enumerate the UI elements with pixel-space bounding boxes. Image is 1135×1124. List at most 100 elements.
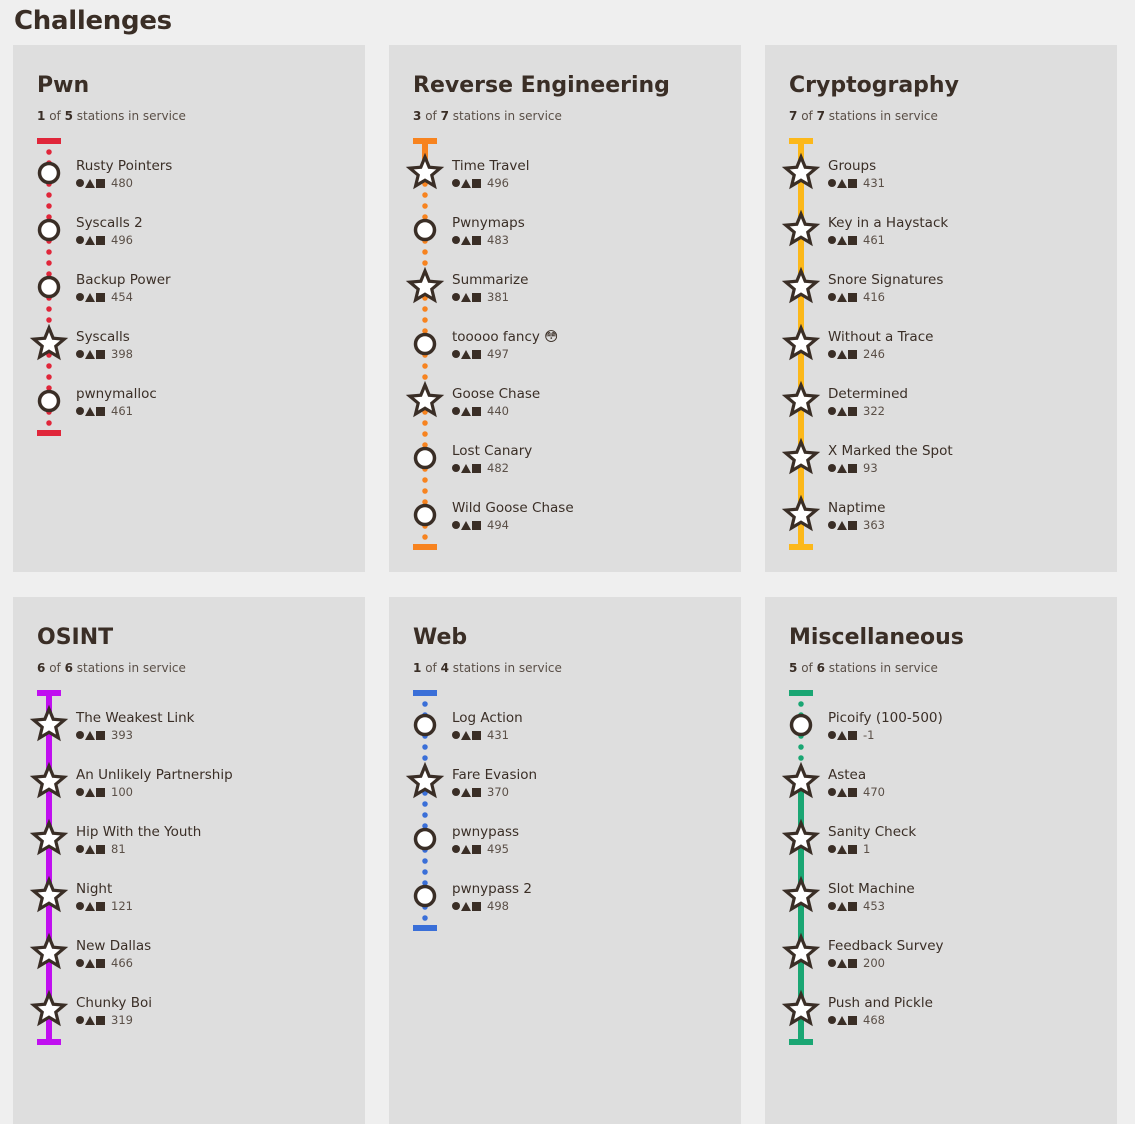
challenge-name[interactable]: Wild Goose Chase xyxy=(452,500,574,516)
challenge-name[interactable]: X Marked the Spot xyxy=(828,443,953,459)
challenge-name[interactable]: Fare Evasion xyxy=(452,767,538,783)
challenge-name[interactable]: tooooo fancy 😳 xyxy=(452,329,559,345)
challenge-name[interactable]: Picoify (100-500) xyxy=(828,710,943,726)
challenge-name[interactable]: Log Action xyxy=(452,710,523,726)
challenge-name[interactable]: Time Travel xyxy=(452,158,530,174)
challenge-name[interactable]: Snore Signatures xyxy=(828,272,944,288)
challenge-name[interactable]: The Weakest Link xyxy=(76,710,195,726)
challenge-item[interactable]: Picoify (100-500)-1 xyxy=(828,710,943,746)
of-text: of xyxy=(801,109,813,123)
challenge-name[interactable]: Groups xyxy=(828,158,877,174)
challenge-meta: 363 xyxy=(828,517,885,533)
line-start-cap xyxy=(413,138,437,144)
challenge-name[interactable]: Astea xyxy=(828,767,867,783)
challenge-name[interactable]: Hip With the Youth xyxy=(76,824,202,840)
challenge-name[interactable]: Chunky Boi xyxy=(76,995,152,1011)
challenge-meta: 393 xyxy=(76,727,194,743)
circle-triangle-square-icon xyxy=(452,520,481,530)
challenge-name[interactable]: Rusty Pointers xyxy=(76,158,173,174)
challenge-name[interactable]: Summarize xyxy=(452,272,529,288)
challenge-name[interactable]: Syscalls xyxy=(76,329,130,345)
circle-triangle-square-icon xyxy=(828,520,857,530)
challenge-name[interactable]: Pwnymaps xyxy=(452,215,525,231)
category-progress: 5 of 6 stations in service xyxy=(789,661,938,675)
circle-triangle-square-icon xyxy=(828,1015,857,1025)
challenge-name[interactable]: pwnypass 2 xyxy=(452,881,532,897)
challenge-name[interactable]: Naptime xyxy=(828,500,886,516)
challenge-name[interactable]: Syscalls 2 xyxy=(76,215,143,231)
challenge-name[interactable]: Backup Power xyxy=(76,272,171,288)
challenge-item[interactable]: pwnypass 495 xyxy=(452,824,519,860)
challenge-name[interactable]: Goose Chase xyxy=(452,386,541,402)
challenge-name[interactable]: Night xyxy=(76,881,113,897)
line-start-cap xyxy=(37,138,61,144)
challenge-meta: 322 xyxy=(828,403,908,419)
challenge-points: 431 xyxy=(487,728,509,742)
challenge-meta: 398 xyxy=(76,346,133,362)
star-icon xyxy=(781,932,821,970)
challenge-name[interactable]: Sanity Check xyxy=(828,824,917,840)
line-track xyxy=(29,690,69,1045)
challenge-name[interactable]: pwnypass xyxy=(452,824,520,840)
circle-triangle-square-icon xyxy=(76,235,105,245)
challenge-name[interactable]: Key in a Haystack xyxy=(828,215,949,231)
challenge-name[interactable]: An Unlikely Partnership xyxy=(76,767,233,783)
circle-triangle-square-icon xyxy=(76,730,105,740)
challenge-name[interactable]: Slot Machine xyxy=(828,881,915,897)
challenge-points: 1 xyxy=(863,842,871,856)
circle-icon xyxy=(413,332,437,356)
challenge-item[interactable]: tooooo fancy 😳497 xyxy=(452,329,558,365)
challenge-name[interactable]: Determined xyxy=(828,386,908,402)
challenge-name[interactable]: Feedback Survey xyxy=(828,938,944,954)
challenge-name[interactable]: Lost Canary xyxy=(452,443,533,459)
circle-triangle-square-icon xyxy=(452,349,481,359)
of-text: of xyxy=(425,661,437,675)
challenge-item[interactable]: Log Action 431 xyxy=(452,710,523,746)
challenge-item[interactable]: Sanity Check 1 xyxy=(828,824,916,860)
challenge-name[interactable]: pwnymalloc xyxy=(76,386,157,402)
challenge-meta: 81 xyxy=(76,841,201,857)
category-progress: 7 of 7 stations in service xyxy=(789,109,938,123)
line-start-cap xyxy=(37,690,61,696)
challenge-name[interactable]: Push and Pickle xyxy=(828,995,933,1011)
circle-triangle-square-icon xyxy=(828,844,857,854)
challenge-name[interactable]: Without a Trace xyxy=(828,329,934,345)
challenge-points: 495 xyxy=(487,842,509,856)
challenge-name[interactable]: New Dallas xyxy=(76,938,152,954)
challenge-meta: 440 xyxy=(452,403,540,419)
circle-triangle-square-icon xyxy=(76,787,105,797)
solved-count: 1 xyxy=(37,109,46,123)
circle-triangle-square-icon xyxy=(452,787,481,797)
